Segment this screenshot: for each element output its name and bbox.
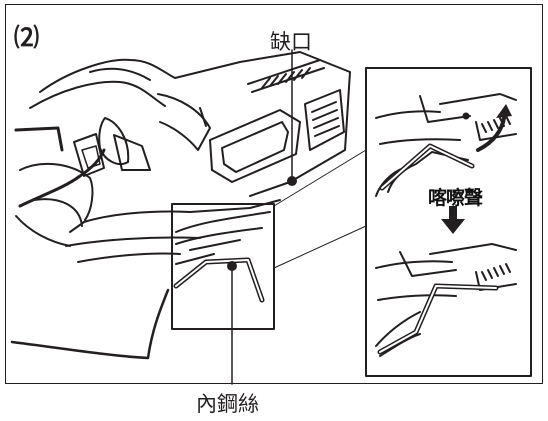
base-plate-edge [10,288,170,360]
inset-connector-top [273,149,367,207]
inset-top-wire [379,143,475,191]
zoom-detail [175,211,271,265]
inner-wire-callout-line [227,261,237,385]
rotate-arrow-icon [476,116,506,152]
notch-callout-line [287,49,297,186]
inset-connector-bottom [273,225,367,269]
detail-inset-frame [365,67,532,377]
notch-label: 缺口 [270,30,312,54]
down-arrow-icon [441,206,465,234]
inset-bottom-detail [375,243,517,357]
step-number-label: ⑵ [14,24,40,52]
zoom-box [171,203,275,330]
tool-body [15,51,351,263]
click-sound-label: 喀嚓聲 [428,187,483,209]
inner-wire-label: 內鋼絲 [196,392,259,416]
inset-top-detail [375,93,517,197]
power-cord [14,126,106,208]
